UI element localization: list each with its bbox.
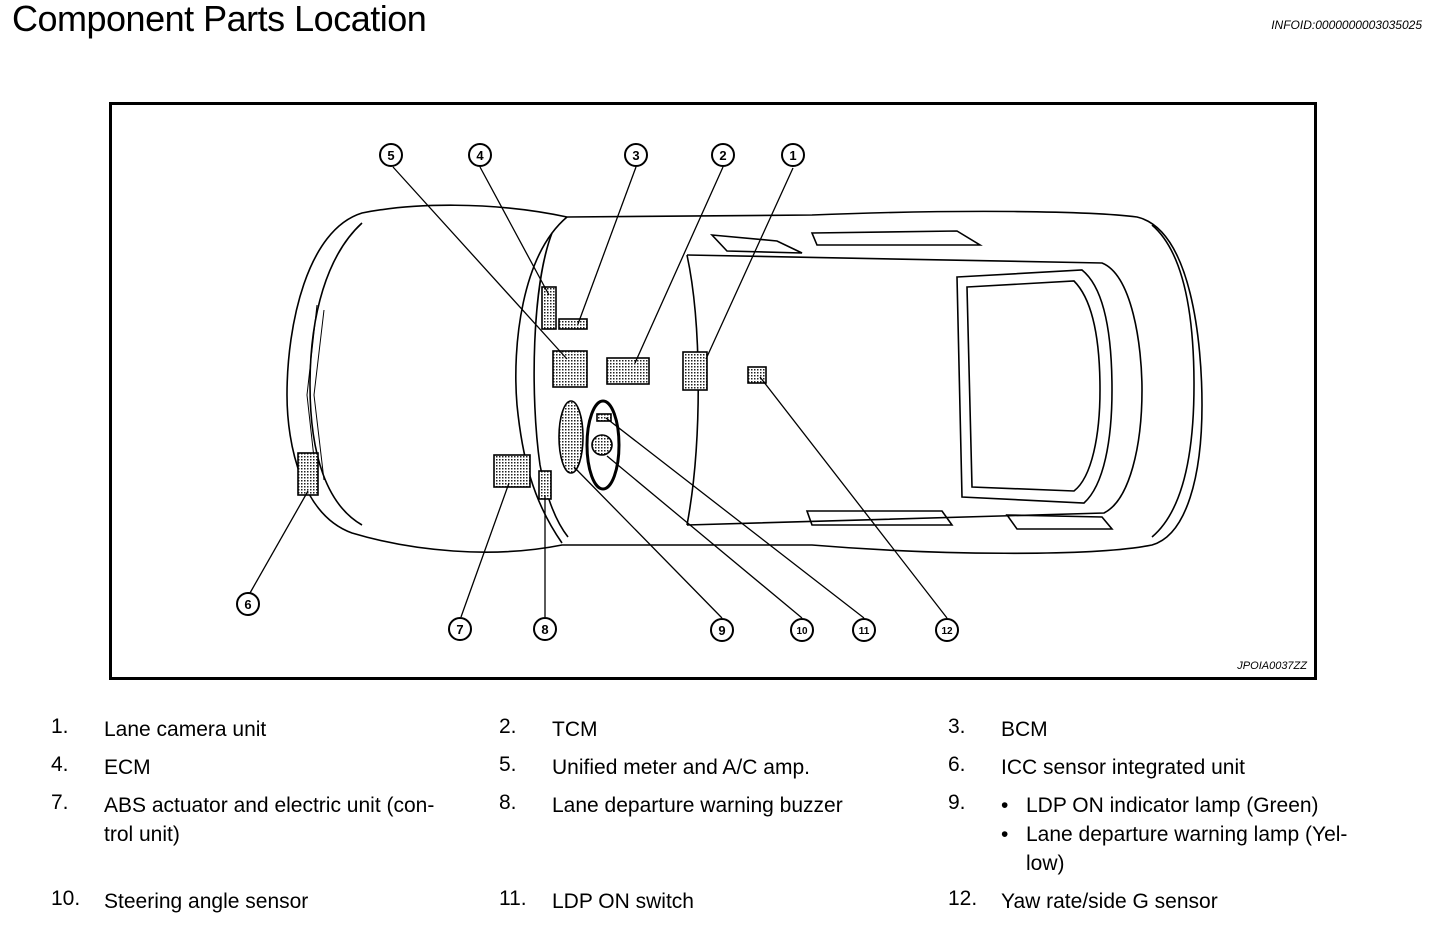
svg-text:2: 2 <box>719 148 726 163</box>
car-outline <box>286 204 1203 555</box>
legend-number: 5. <box>499 753 517 776</box>
svg-text:5: 5 <box>387 148 394 163</box>
legend-number: 2. <box>499 715 517 738</box>
callout-5: 5 <box>379 143 403 167</box>
legend-text: LDP ON indicator lamp (Green) Lane depar… <box>1001 791 1347 878</box>
legend-number: 11. <box>499 887 527 910</box>
leader-lines <box>249 166 948 619</box>
callout-1: 1 <box>781 143 805 167</box>
legend-number: 4. <box>51 753 69 776</box>
legend-number: 1. <box>51 715 69 738</box>
svg-text:6: 6 <box>244 597 251 612</box>
callout-12: 12 <box>935 618 959 642</box>
icc-sensor-marker <box>297 452 319 496</box>
component-location-figure: 1 2 3 4 5 6 7 8 9 10 11 12 JPOIA0037ZZ <box>109 102 1317 680</box>
svg-text:1: 1 <box>789 148 796 163</box>
vehicle-top-view-diagram: 1 2 3 4 5 6 7 8 9 10 11 12 <box>236 143 1203 642</box>
legend-number: 9. <box>948 791 966 814</box>
legend-number: 6. <box>948 753 966 776</box>
legend-line: trol unit) <box>104 823 180 846</box>
info-id: INFOID:0000000003035025 <box>1271 18 1422 32</box>
legend-number: 8. <box>499 791 517 814</box>
legend-number: 10. <box>51 887 81 910</box>
legend-text: Unified meter and A/C amp. <box>552 756 810 779</box>
legend-line: Lane departure warning lamp (Yel- <box>1026 823 1348 846</box>
legend-number: 12. <box>948 887 978 910</box>
callout-3: 3 <box>624 143 648 167</box>
legend-text: ABS actuator and electric unit (con- tro… <box>104 791 434 849</box>
ecm-marker <box>541 286 557 330</box>
svg-text:8: 8 <box>541 622 548 637</box>
lane-departure-buzzer-marker <box>538 470 552 500</box>
ldp-on-switch-marker <box>596 413 612 422</box>
bcm-marker <box>558 318 588 330</box>
tcm-marker <box>606 357 650 385</box>
legend-text: ICC sensor integrated unit <box>1001 756 1245 779</box>
legend-text: TCM <box>552 718 598 741</box>
figure-code: JPOIA0037ZZ <box>1237 660 1307 672</box>
svg-text:4: 4 <box>476 148 484 163</box>
legend-line: ABS actuator and electric unit (con- <box>104 794 435 817</box>
legend-bullet: LDP ON indicator lamp (Green) <box>1001 791 1347 820</box>
steering-angle-sensor-marker <box>591 434 613 456</box>
legend-text: Yaw rate/side G sensor <box>1001 890 1218 913</box>
callout-6: 6 <box>236 592 260 616</box>
legend-number: 7. <box>51 791 69 814</box>
legend-text: ECM <box>104 756 151 779</box>
steering-wheel-marker <box>585 399 621 491</box>
legend-text: Steering angle sensor <box>104 890 309 913</box>
svg-text:11: 11 <box>859 626 870 637</box>
ldp-indicator-lamp-marker <box>558 400 584 474</box>
svg-text:9: 9 <box>718 623 725 638</box>
svg-text:7: 7 <box>456 622 463 637</box>
callout-7: 7 <box>448 617 472 641</box>
legend-text: BCM <box>1001 718 1048 741</box>
lane-camera-unit-marker <box>682 351 708 391</box>
callout-11: 11 <box>852 618 876 642</box>
page-title: Component Parts Location <box>12 0 427 39</box>
svg-text:12: 12 <box>941 626 953 637</box>
legend-text: Lane camera unit <box>104 718 267 741</box>
callout-8: 8 <box>533 617 557 641</box>
legend-bullet: Lane departure warning lamp (Yel- low) <box>1001 820 1347 878</box>
unified-meter-marker <box>552 350 588 388</box>
callout-10: 10 <box>790 618 814 642</box>
callouts: 1 2 3 4 5 6 7 8 9 10 11 12 <box>236 143 959 642</box>
callout-2: 2 <box>711 143 735 167</box>
svg-text:10: 10 <box>796 626 808 637</box>
component-markers <box>297 286 767 500</box>
legend-text: Lane departure warning buzzer <box>552 794 843 817</box>
abs-actuator-marker <box>493 454 531 488</box>
callout-9: 9 <box>710 618 734 642</box>
legend-line: low) <box>1026 852 1065 875</box>
svg-text:3: 3 <box>632 148 639 163</box>
legend-number: 3. <box>948 715 966 738</box>
legend-text: LDP ON switch <box>552 890 694 913</box>
callout-4: 4 <box>468 143 492 167</box>
